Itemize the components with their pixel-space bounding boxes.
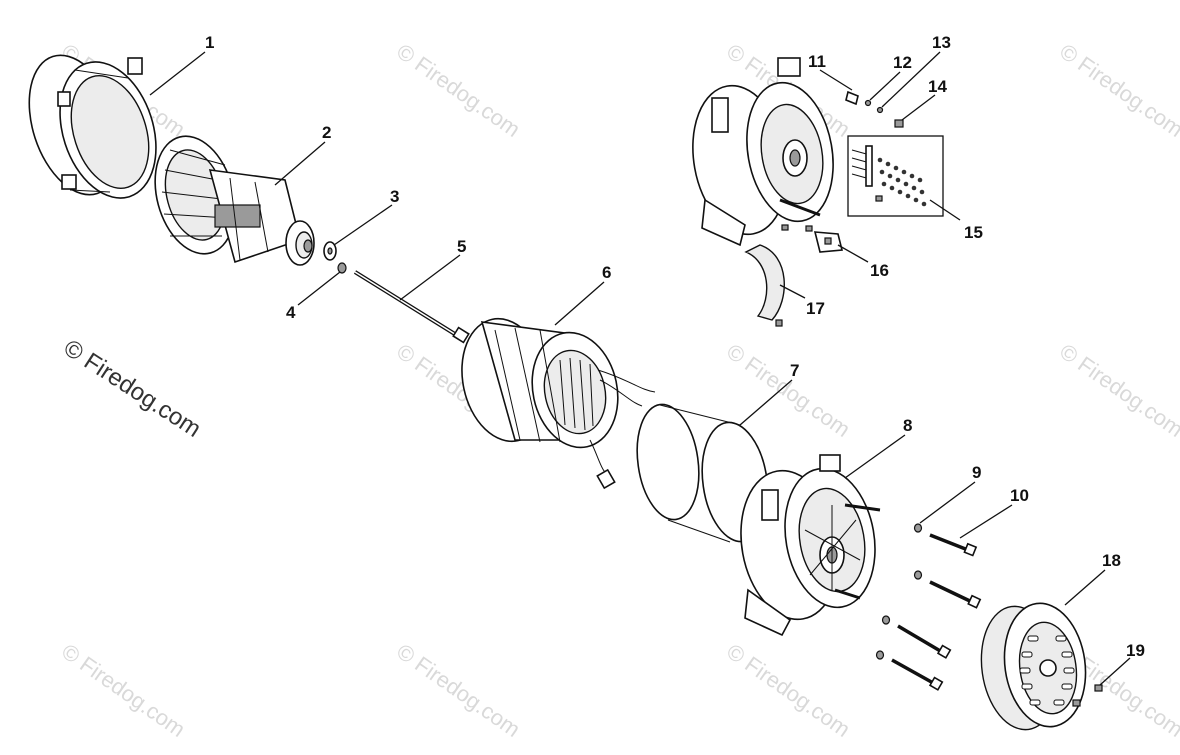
part-1-fan-housing bbox=[28, 54, 157, 199]
part-15-terminal-kit bbox=[847, 135, 944, 217]
front-housing-assembly bbox=[692, 57, 834, 247]
callout-18: 18 bbox=[1102, 551, 1121, 570]
callout-10: 10 bbox=[1010, 486, 1029, 505]
callout-13: 13 bbox=[932, 33, 951, 52]
callout-1: 1 bbox=[205, 33, 214, 52]
part-10-bolts bbox=[891, 533, 982, 691]
callout-7: 7 bbox=[790, 361, 799, 380]
part-4-nut bbox=[337, 262, 347, 274]
part-11-clip bbox=[845, 90, 859, 106]
part-13-washer bbox=[876, 106, 884, 114]
watermark-tile: © Firedog.com bbox=[1055, 339, 1180, 442]
callout-19: 19 bbox=[1126, 641, 1145, 660]
part-8-rear-housing bbox=[740, 454, 881, 637]
callout-numbers: 1 2 3 4 5 6 7 8 9 10 11 12 13 14 15 16 1… bbox=[205, 33, 1145, 660]
part-14-screw bbox=[894, 119, 904, 128]
part-3-washer bbox=[323, 241, 337, 261]
watermark-main: © Firedog.com bbox=[59, 334, 206, 443]
callout-6: 6 bbox=[602, 263, 611, 282]
callout-8: 8 bbox=[903, 416, 912, 435]
part-16-brush-holder bbox=[805, 225, 844, 253]
watermark-tile: © Firedog.com bbox=[1055, 39, 1180, 142]
callout-16: 16 bbox=[870, 261, 889, 280]
part-12-washer bbox=[864, 99, 872, 107]
callout-11: 11 bbox=[808, 52, 826, 71]
callout-17: 17 bbox=[806, 299, 825, 318]
callout-14: 14 bbox=[928, 77, 947, 96]
part-19-screws bbox=[1072, 684, 1103, 707]
callout-15: 15 bbox=[964, 223, 983, 242]
part-9-nuts bbox=[875, 523, 923, 660]
part-17-cover bbox=[744, 224, 789, 327]
watermark-tile: © Firedog.com bbox=[392, 39, 525, 142]
leader-lines bbox=[149, 51, 1131, 686]
callout-12: 12 bbox=[893, 53, 912, 72]
part-2-rotor bbox=[154, 135, 315, 266]
watermark-tile: © Firedog.com bbox=[57, 639, 190, 742]
part-18-end-cap bbox=[980, 602, 1087, 731]
part-5-through-bolt bbox=[353, 270, 470, 344]
callout-4: 4 bbox=[286, 303, 296, 322]
watermark-tile: © Firedog.com bbox=[392, 639, 525, 742]
callout-9: 9 bbox=[972, 463, 981, 482]
callout-3: 3 bbox=[390, 187, 399, 206]
callout-5: 5 bbox=[457, 237, 466, 256]
callout-2: 2 bbox=[322, 123, 331, 142]
watermark-tile: © Firedog.com bbox=[722, 639, 855, 742]
part-6-stator bbox=[461, 317, 656, 490]
